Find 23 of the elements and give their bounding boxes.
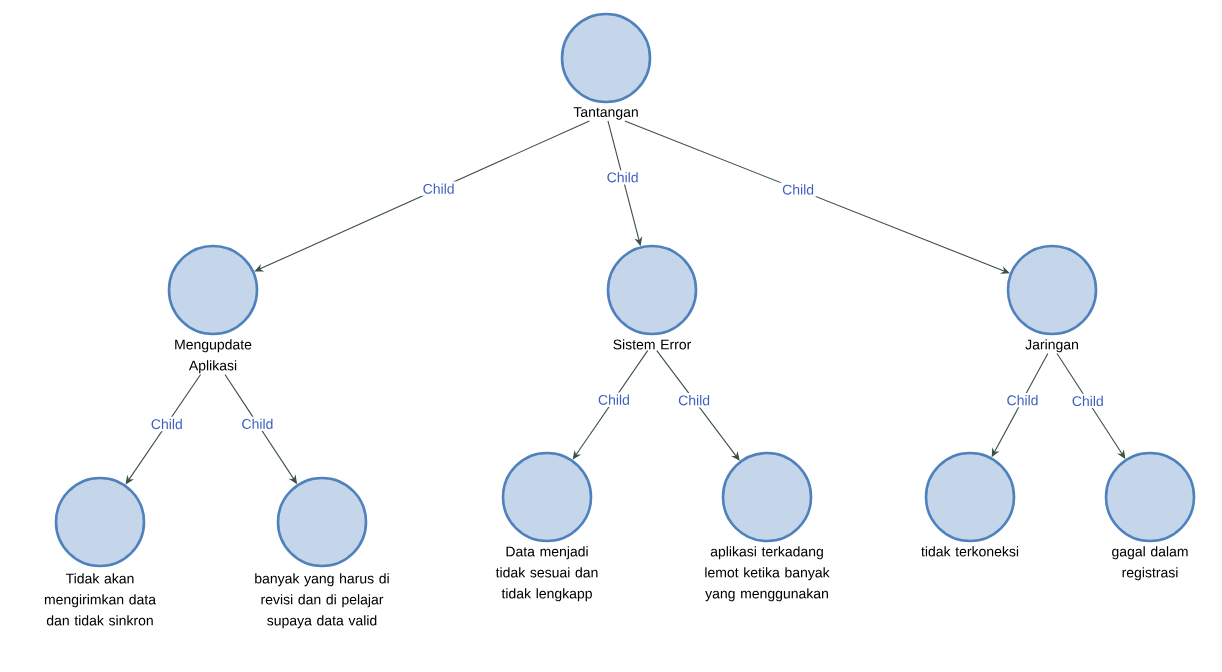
edge-label: Child [782,184,814,195]
edge-label: Child [678,395,710,406]
node-label: Tantangan [573,107,638,120]
node-label: Jaringan [1025,339,1078,353]
node-label: Data menjadi tidak sesuai dan tidak lengkapp [495,546,598,602]
node-label: aplikasi terkadang lemot ketika banyak yang menggunakan [705,546,830,602]
node-label: tidak terkoneksi [921,546,1019,557]
arrow [1056,352,1126,459]
edge-label: Child [598,394,629,405]
edge-label: Child [423,183,454,194]
node-label: banyak yang harus di revisi dan di pelajar supaya data valid [255,573,389,629]
arrow [572,350,649,460]
edge-label: Child [151,418,182,430]
edge-label: Child [242,418,273,429]
arrow [656,350,740,461]
arrow [624,120,1010,274]
node-label: Tidak akan mengirimkan data dan tidak sinkron [44,573,156,626]
edge-label: Child [1072,395,1103,407]
edge-label: Child [1007,395,1038,406]
node-label: Sistem Error [613,339,692,350]
node-label: Mengupdate Aplikasi [175,339,252,374]
edge-label: Child [607,172,638,183]
node-label: gagal dalam registrasi [1112,546,1188,581]
